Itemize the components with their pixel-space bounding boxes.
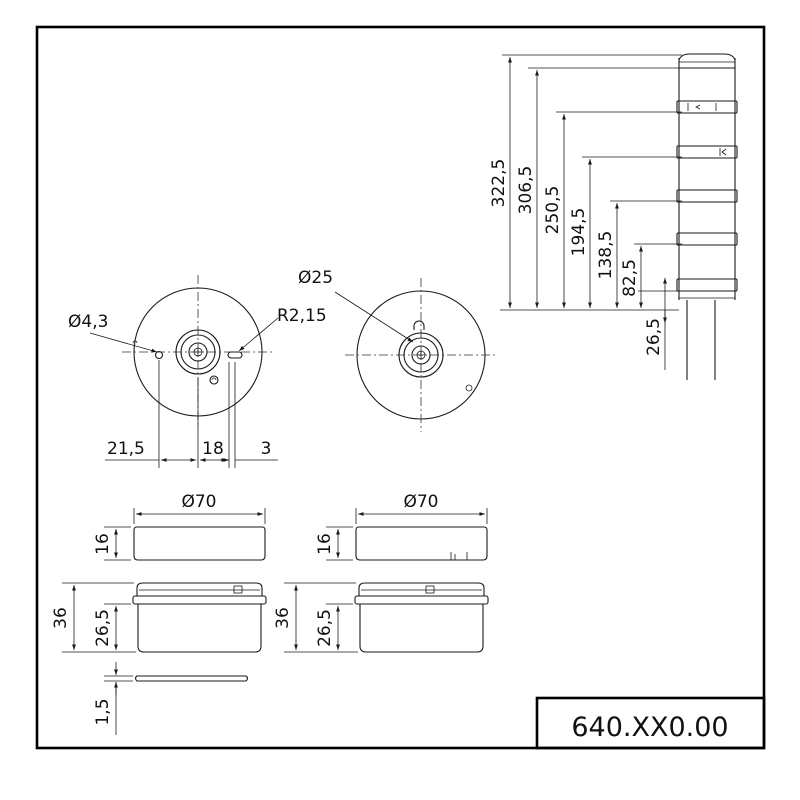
dim-base-height-right: 36 (273, 607, 293, 629)
dim-250-5: 250,5 (543, 186, 563, 235)
dim-base-inner-left: 26,5 (93, 609, 113, 647)
dim-306-5: 306,5 (516, 166, 536, 215)
base-right (354, 582, 489, 653)
title-block: 640.XX0.00 (535, 696, 766, 750)
dim-cap-dia-left: Ø70 (181, 492, 216, 512)
top-view-right (345, 278, 497, 432)
cap-right-dimensions: Ø70 16 (315, 492, 488, 561)
dim-3: 3 (261, 439, 272, 459)
dim-slot-radius: R2,15 (277, 306, 327, 326)
plate (134, 675, 249, 682)
dim-center-dia: Ø25 (298, 268, 333, 288)
dim-26-5-tube: 26,5 (644, 318, 664, 356)
tower-side-view (676, 53, 738, 380)
top-view-right-dimensions: Ø25 (298, 268, 414, 343)
base-right-dimensions: 36 26,5 (273, 582, 358, 653)
cap-left-dimensions: Ø70 16 (93, 492, 266, 561)
dim-18: 18 (202, 439, 224, 459)
dim-base-height-left: 36 (51, 607, 71, 629)
dim-138-5: 138,5 (596, 231, 616, 280)
dim-cap-height-right: 16 (315, 533, 335, 555)
cap-right (355, 526, 488, 561)
base-left (132, 582, 267, 653)
dim-322-5: 322,5 (489, 159, 509, 208)
drawing-frame (35, 25, 766, 750)
dim-plate-thickness: 1,5 (93, 698, 113, 725)
dim-194-5: 194,5 (569, 208, 589, 257)
tower-dimensions: 322,5 306,5 250,5 194,5 138,5 82,5 26,5 (489, 54, 682, 370)
dim-hole-dia: Ø4,3 (68, 312, 108, 332)
part-number: 640.XX0.00 (571, 712, 728, 743)
dim-82-5: 82,5 (620, 259, 640, 297)
dim-21-5: 21,5 (107, 439, 145, 459)
base-left-dimensions: 36 26,5 (51, 582, 136, 653)
top-view-left-dimensions: Ø4,3 R2,15 21,5 18 3 (68, 306, 327, 468)
cap-left (133, 526, 266, 561)
dim-cap-dia-right: Ø70 (403, 492, 438, 512)
dim-cap-height-left: 16 (93, 533, 113, 555)
plate-dimensions: 1,5 (93, 662, 133, 735)
dim-base-inner-right: 26,5 (315, 609, 335, 647)
